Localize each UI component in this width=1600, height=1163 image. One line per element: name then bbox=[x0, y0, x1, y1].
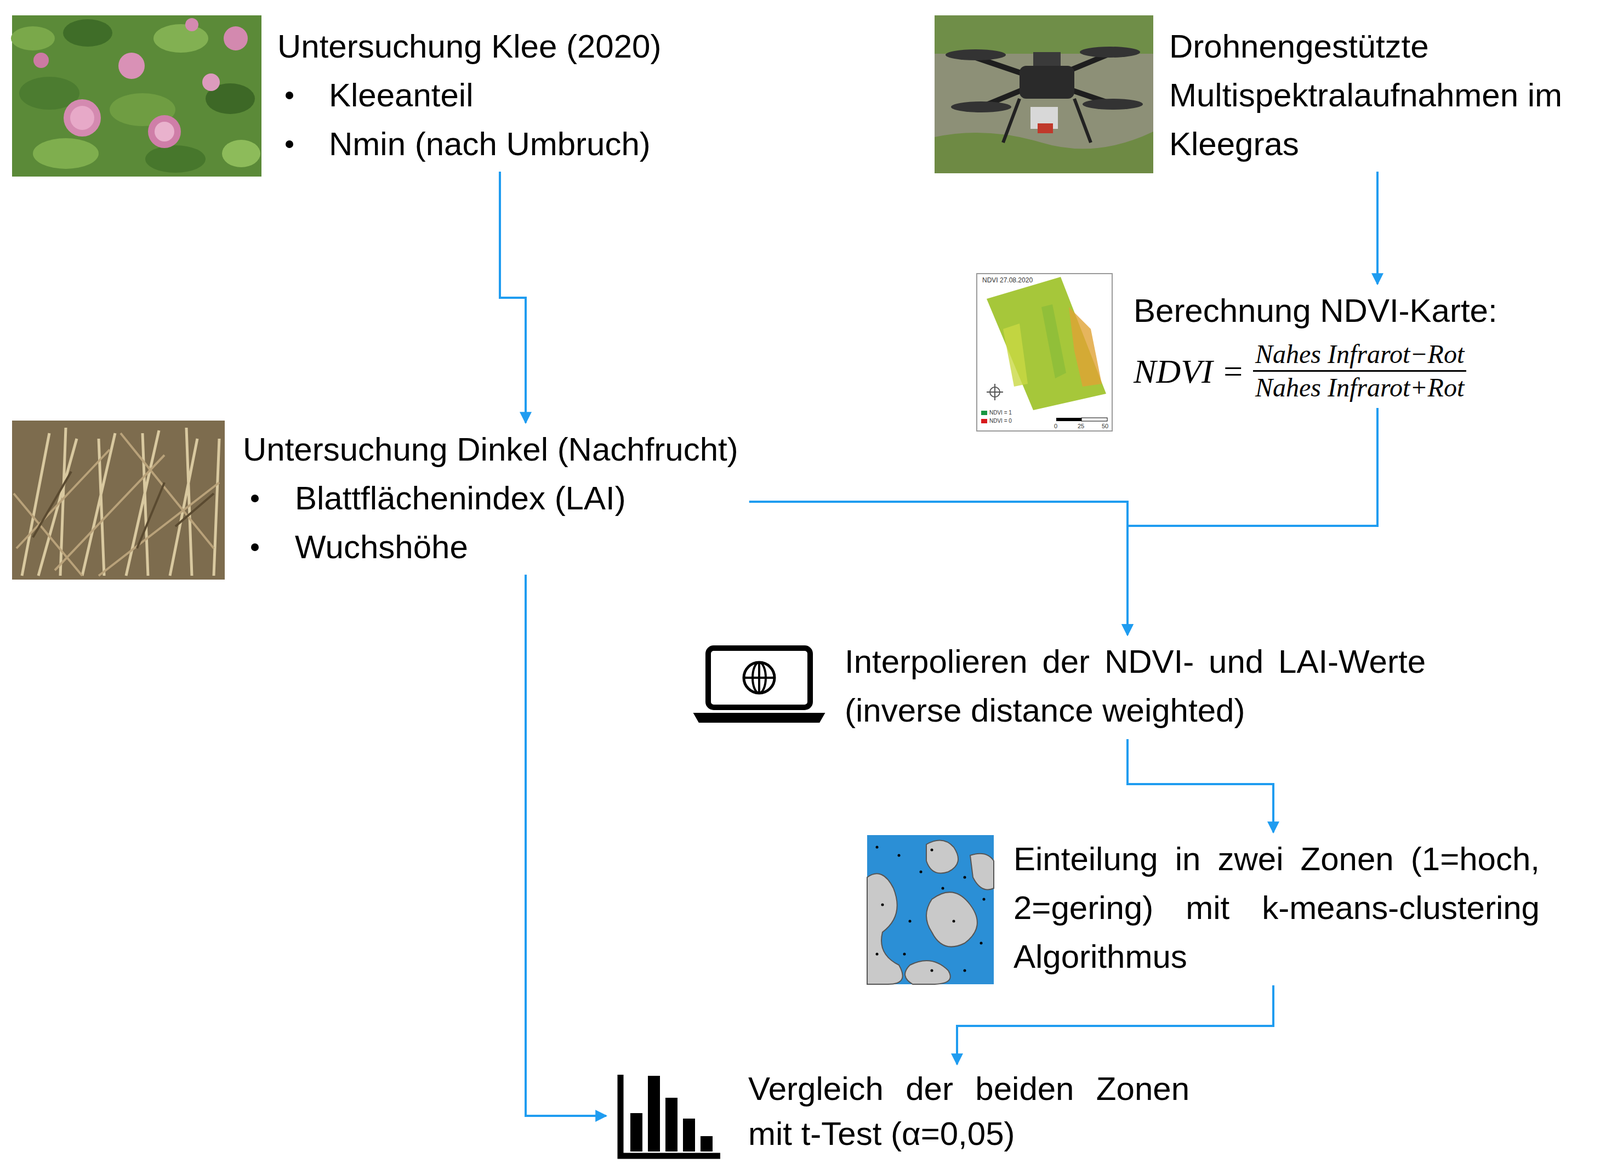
spelt-photo bbox=[12, 420, 225, 580]
heading: Untersuchung Klee (2020) bbox=[277, 21, 662, 71]
text-block-node: Einteilung in zwei Zonen (1=hoch, 2=geri… bbox=[1013, 834, 1540, 981]
text-block-node: Interpolieren der NDVI- und LAI-Werte (i… bbox=[844, 636, 1426, 735]
text-block-node: Untersuchung Dinkel (Nachfrucht) Blattflä… bbox=[242, 424, 739, 572]
formula-numerator: Nahes Infrarot−Rot bbox=[1253, 338, 1467, 372]
bullet-item: Nmin (nach Umbruch) bbox=[277, 119, 662, 169]
text-block-node: Drohnengestützte Multispektralaufnahmen … bbox=[1169, 21, 1597, 169]
formula-denominator: Nahes Infrarot+Rot bbox=[1253, 371, 1467, 404]
connector-arrow bbox=[1127, 407, 1378, 635]
body-text: Drohnengestützte Multispektralaufnahmen … bbox=[1169, 21, 1597, 169]
text-block-node: Berechnung NDVI-Karte:NDVI =Nahes Infrar… bbox=[1133, 286, 1597, 404]
legend-swatch bbox=[981, 418, 988, 424]
chart-icon bbox=[620, 1074, 721, 1156]
connector-arrow bbox=[525, 574, 607, 1116]
map-label: 50 bbox=[1101, 422, 1109, 430]
bullet-text: Blattflächenindex (LAI) bbox=[294, 479, 626, 517]
connector-arrow bbox=[1127, 738, 1274, 833]
drone-photo bbox=[934, 15, 1154, 174]
bullet-text: Kleeanteil bbox=[328, 76, 474, 114]
body-text: Einteilung in zwei Zonen (1=hoch, 2=geri… bbox=[1013, 834, 1540, 981]
heading: Untersuchung Dinkel (Nachfrucht) bbox=[242, 424, 739, 474]
bullet-dot bbox=[251, 543, 259, 551]
heading: Berechnung NDVI-Karte: bbox=[1133, 286, 1597, 335]
bullet-dot bbox=[251, 494, 259, 503]
bullet-text: Nmin (nach Umbruch) bbox=[328, 125, 651, 163]
clover-photo bbox=[10, 15, 262, 177]
formula-fraction: Nahes Infrarot−RotNahes Infrarot+Rot bbox=[1253, 338, 1467, 404]
body-text: Vergleich der beiden Zonen mit t-Test (α… bbox=[748, 1066, 1190, 1157]
map-label: NDVI 27.08.2020 bbox=[982, 276, 1033, 284]
map-label: 25 bbox=[1077, 422, 1085, 430]
connector-arrow bbox=[749, 501, 1128, 635]
bullet-dot bbox=[285, 91, 294, 100]
legend-text: NDVI = 1 bbox=[989, 409, 1012, 416]
connector-arrow bbox=[1376, 171, 1379, 284]
ndvi-map bbox=[976, 273, 1113, 431]
bullet-text: Wuchshöhe bbox=[294, 528, 469, 566]
text-block-node: Vergleich der beiden Zonen mit t-Test (α… bbox=[608, 1066, 1190, 1157]
map-label: 0 bbox=[1054, 422, 1058, 430]
formula-row: NDVI =Nahes Infrarot−RotNahes Infrarot+R… bbox=[1133, 338, 1597, 404]
bullet-item: Blattflächenindex (LAI) bbox=[242, 473, 739, 523]
legend-swatch bbox=[981, 410, 988, 415]
bullet-item: Kleeanteil bbox=[277, 70, 662, 120]
body-text: Interpolieren der NDVI- und LAI-Werte (i… bbox=[844, 636, 1426, 735]
laptop-icon bbox=[695, 647, 824, 722]
legend-text: NDVI = 0 bbox=[989, 417, 1012, 424]
zone-map bbox=[867, 834, 994, 984]
connector-arrow bbox=[957, 984, 1274, 1064]
bullet-dot bbox=[285, 140, 294, 148]
text-block-node: Untersuchung Klee (2020) KleeanteilNmin (… bbox=[277, 21, 662, 169]
bullet-item: Wuchshöhe bbox=[242, 522, 739, 572]
connector-arrow bbox=[499, 171, 526, 423]
formula-lhs: NDVI = bbox=[1133, 351, 1245, 391]
